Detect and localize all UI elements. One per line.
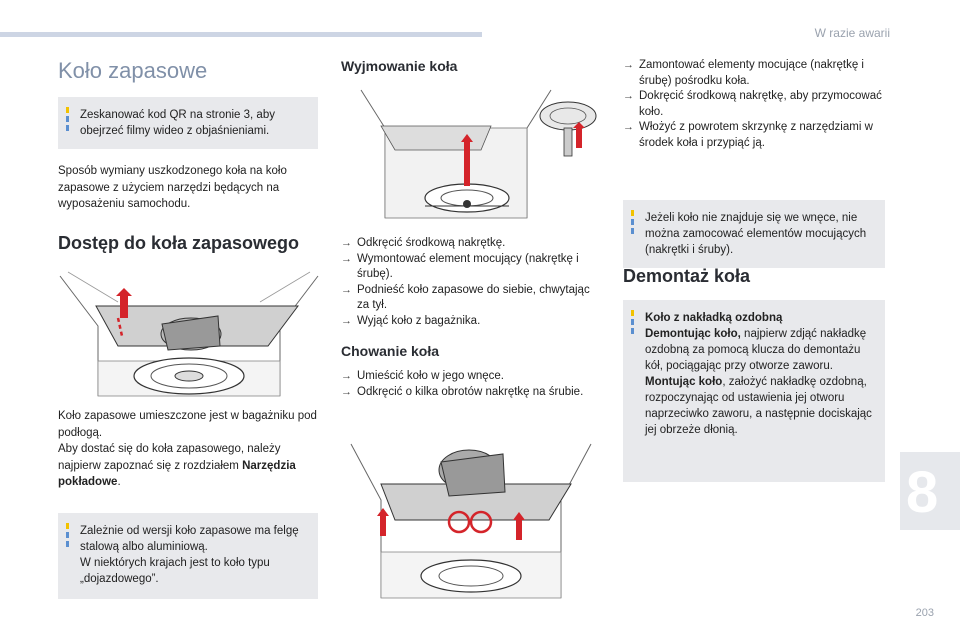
hubcap-dismount-text: najpierw zdjąć nakładkę ozdobną za pomoc… <box>645 328 867 372</box>
page-number: 203 <box>915 607 934 619</box>
removal-steps: Odkręcić środkową nakrętkę. Wymontować e… <box>341 236 603 329</box>
storing-heading: Chowanie koła <box>341 343 440 359</box>
hubcap-dismount: Demontując koło, najpierw zdjąć nakładkę… <box>645 326 875 374</box>
removal-heading: Wyjmowanie koła <box>341 58 458 74</box>
note-stripe-icon <box>631 310 634 472</box>
list-item: Dokręcić środkową nakrętkę, aby przymoco… <box>623 89 885 120</box>
list-item: Odkręcić środkową nakrętkę. <box>341 236 603 252</box>
hubcap-note: Koło z nakładką ozdobną Demontując koło,… <box>623 300 885 482</box>
note-stripe-icon <box>66 523 69 589</box>
note-stripe-icon <box>631 210 634 258</box>
list-item: Zamontować elementy mocujące (nakrętkę i… <box>623 58 885 89</box>
version-note-line-1: Zależnie od wersji koło zapasowe ma felg… <box>80 525 299 553</box>
list-item: Włożyć z powrotem skrzynkę z narzędziami… <box>623 120 885 151</box>
qr-note: Zeskanować kod QR na stronie 3, aby obej… <box>58 97 318 149</box>
hubcap-mount-text: , założyć nakładkę ozdobną, rozpoczynają… <box>645 376 872 436</box>
version-note-line-2: W niektórych krajach jest to koło typu „… <box>80 557 270 585</box>
hubcap-mount-label: Montując koło <box>645 376 723 388</box>
niche-note-text: Jeżeli koło nie znajduje się we wnęce, n… <box>645 212 867 256</box>
wheel-removal-illustration <box>341 88 603 222</box>
tools-chapter-reference: Narzędzia pokładowe <box>58 459 296 489</box>
dismount-heading: Demontaż koła <box>623 266 751 286</box>
mounting-steps: Zamontować elementy mocujące (nakrętkę i… <box>623 58 885 151</box>
wheel-storing-illustration <box>341 440 603 600</box>
access-text-line-1: Koło zapasowe umieszczone jest w bagażni… <box>58 410 317 439</box>
niche-note: Jeżeli koło nie znajduje się we wnęce, n… <box>623 200 885 268</box>
trunk-floor-illustration <box>58 266 320 398</box>
hubcap-mount: Montując koło, założyć nakładkę ozdobną,… <box>645 374 875 438</box>
storing-steps: Umieścić koło w jego wnęce. Odkręcić o k… <box>341 369 603 400</box>
hubcap-dismount-label: Demontując koło, <box>645 328 741 340</box>
access-text-part: Aby dostać się do koła zapasowego, należ… <box>58 443 281 472</box>
chapter-number: 8 <box>906 460 939 525</box>
page-title: Koło zapasowe <box>58 58 208 83</box>
intro-text: Sposób wymiany uszkodzonego koła na koło… <box>58 165 287 210</box>
hubcap-title-text: Koło z nakładką ozdobną <box>645 312 783 324</box>
access-text-end: . <box>117 476 121 488</box>
header-rule <box>0 32 482 37</box>
list-item: Odkręcić o kilka obrotów nakrętkę na śru… <box>341 385 603 401</box>
section-header: W razie awarii <box>814 26 890 40</box>
list-item: Umieścić koło w jego wnęce. <box>341 369 603 385</box>
chapter-tab <box>900 452 960 530</box>
qr-note-text: Zeskanować kod QR na stronie 3, aby obej… <box>80 109 275 137</box>
version-note: Zależnie od wersji koło zapasowe ma felg… <box>58 513 318 599</box>
access-text: Koło zapasowe umieszczone jest w bagażni… <box>58 408 320 491</box>
access-text-line-2: Aby dostać się do koła zapasowego, należ… <box>58 441 320 491</box>
access-heading: Dostęp do koła zapasowego <box>58 233 300 253</box>
hubcap-title: Koło z nakładką ozdobną <box>645 310 875 326</box>
list-item: Wymontować element mocujący (nakrętkę i … <box>341 252 603 283</box>
list-item: Wyjąć koło z bagażnika. <box>341 314 603 330</box>
list-item: Podnieść koło zapasowe do siebie, chwyta… <box>341 283 603 314</box>
note-stripe-icon <box>66 107 69 139</box>
